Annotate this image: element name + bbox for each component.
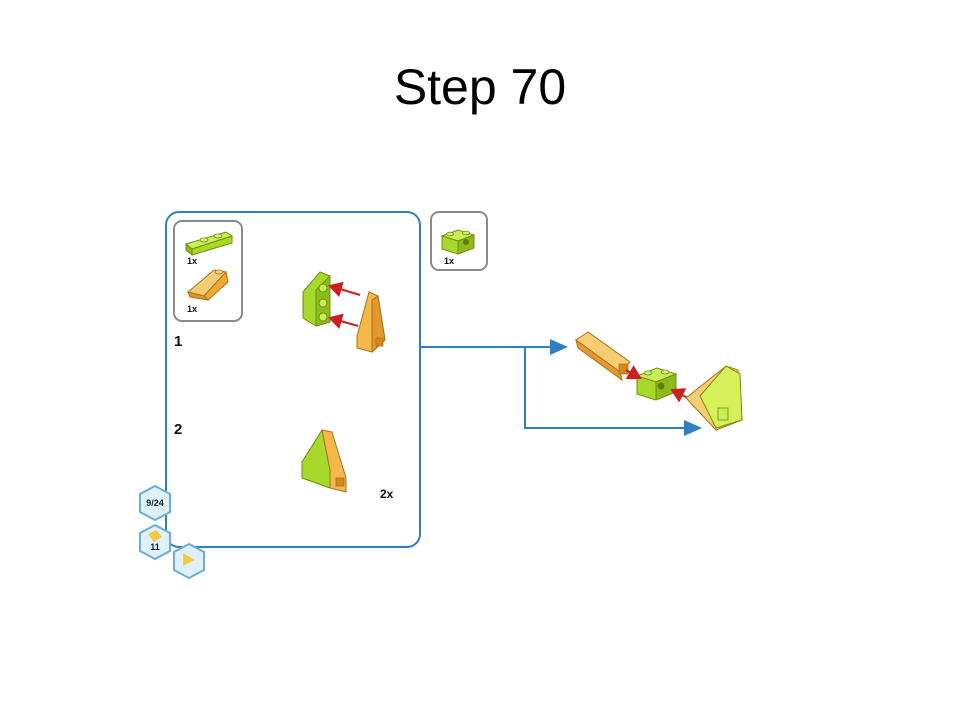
main-lime-brick-part [635, 367, 678, 401]
count-badge-text: 11 [150, 542, 160, 552]
assembly-arrow-red [328, 281, 361, 298]
substep2-combined-part [301, 428, 347, 493]
progress-badge [139, 484, 171, 522]
part-qty-orange-slope: 1x [187, 304, 198, 314]
progress-badge-text: 9/24 [146, 498, 164, 508]
substep-number-2: 2 [174, 421, 183, 438]
submodel-multiplier: 2x [380, 487, 394, 501]
count-badge [139, 523, 171, 561]
substep1-lime-part [302, 271, 331, 327]
substep-number-1: 1 [174, 333, 183, 350]
part-lime-slope-icon [184, 231, 234, 257]
assembly-arrow-red [625, 365, 642, 379]
main-orange-slope-part [575, 331, 631, 382]
slide-title: Step 70 [393, 59, 567, 115]
part-qty-lime-brick: 1x [444, 256, 455, 266]
assembly-arrow-red [328, 313, 359, 329]
callout-arrow-lower [524, 347, 702, 436]
submodel-callout-panel [165, 211, 421, 548]
part-orange-slope-icon [186, 269, 229, 301]
main-wedge-part [685, 365, 743, 431]
part-lime-technic-brick-icon [440, 229, 476, 255]
next-badge [173, 542, 205, 580]
substep1-orange-part [356, 291, 386, 354]
part-qty-lime-slope: 1x [187, 256, 198, 266]
